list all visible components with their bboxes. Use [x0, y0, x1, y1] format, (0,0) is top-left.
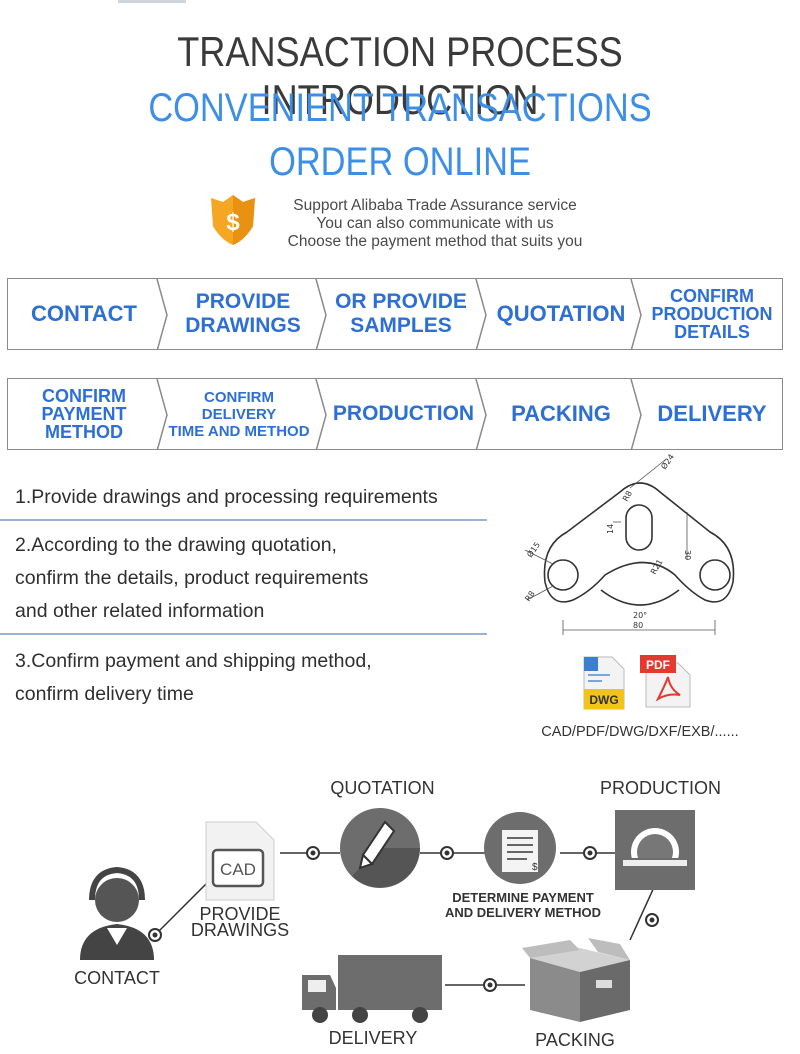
- dim-label: R8: [621, 489, 634, 503]
- pdf-file-icon: PDF: [640, 655, 691, 708]
- requirement-3-line-1: 3.Confirm payment and shipping method,: [15, 650, 372, 672]
- chevron-divider: [315, 279, 327, 349]
- packing-box-icon: [522, 938, 630, 1022]
- shield-dollar-icon: $: [211, 195, 255, 245]
- dim-label: 14: [606, 524, 615, 534]
- label-packing: PACKING: [535, 1030, 615, 1050]
- quotation-pencil-icon: [340, 808, 420, 888]
- label-contact: CONTACT: [74, 968, 160, 988]
- chevron-divider: [630, 279, 642, 349]
- requirement-3-line-2: confirm delivery time: [15, 683, 194, 705]
- support-line-1: Support Alibaba Trade Assurance service: [293, 197, 577, 214]
- requirement-2-line-1: 2.According to the drawing quotation,: [15, 534, 337, 556]
- flow-step-packing: PACKING: [511, 401, 611, 426]
- saw-icon: [615, 810, 695, 890]
- connector-dots: [148, 846, 659, 992]
- dim-label: R8: [523, 589, 536, 603]
- subtitle-convenient: CONVENIENT TRANSACTIONS: [148, 86, 652, 130]
- process-diagram: CAD $: [80, 808, 695, 1023]
- chevron-divider: [156, 279, 168, 349]
- svg-text:$: $: [532, 862, 538, 873]
- label-quotation: QUOTATION: [330, 778, 435, 798]
- divider-line: [0, 633, 487, 635]
- svg-text:DWG: DWG: [589, 693, 618, 707]
- support-line-2: You can also communicate with us: [316, 215, 554, 232]
- technical-drawing: Ø24 R8 14 30 R21 Ø15 R8 20° 80: [523, 452, 735, 635]
- contact-person-icon: [80, 866, 154, 960]
- svg-text:$: $: [226, 209, 240, 236]
- label-delivery: DELIVERY: [328, 1028, 418, 1048]
- divider-line: [0, 519, 487, 521]
- invoice-icon: $: [484, 812, 556, 884]
- delivery-truck-icon: [302, 955, 442, 1023]
- flow-step-contact: CONTACT: [31, 301, 137, 326]
- chevron-divider: [475, 379, 487, 449]
- page-title: TRANSACTION PROCESS INTRODUCTION: [177, 28, 623, 123]
- flow-step-production: PRODUCTION: [332, 402, 475, 425]
- cad-document-icon: CAD: [205, 821, 275, 901]
- dim-label: 20°: [633, 611, 647, 620]
- flow-step-quotation: QUOTATION: [496, 301, 626, 326]
- chevron-divider: [630, 379, 642, 449]
- dim-label: Ø24: [658, 452, 676, 471]
- flow-step-delivery: DELIVERY: [657, 401, 767, 426]
- cad-label: CAD: [220, 860, 256, 879]
- chevron-divider: [475, 279, 487, 349]
- support-line-3: Choose the payment method that suits you: [287, 233, 583, 250]
- dim-label: 80: [633, 621, 643, 630]
- top-divider: [118, 0, 186, 3]
- requirement-2-line-3: and other related information: [15, 600, 265, 622]
- requirement-2-line-2: confirm the details, product requirement…: [15, 567, 369, 589]
- chevron-divider: [315, 379, 327, 449]
- svg-text:PDF: PDF: [646, 658, 670, 672]
- dwg-file-icon: DWG: [583, 656, 625, 710]
- file-formats-text: CAD/PDF/DWG/DXF/EXB/......: [541, 724, 739, 740]
- dim-label: Ø15: [524, 540, 542, 559]
- label-production: PRODUCTION: [600, 778, 721, 798]
- subtitle-order-online: ORDER ONLINE: [269, 140, 531, 184]
- dim-label: 30: [683, 550, 692, 560]
- requirement-1: 1.Provide drawings and processing requir…: [15, 486, 438, 508]
- chevron-divider: [156, 379, 168, 449]
